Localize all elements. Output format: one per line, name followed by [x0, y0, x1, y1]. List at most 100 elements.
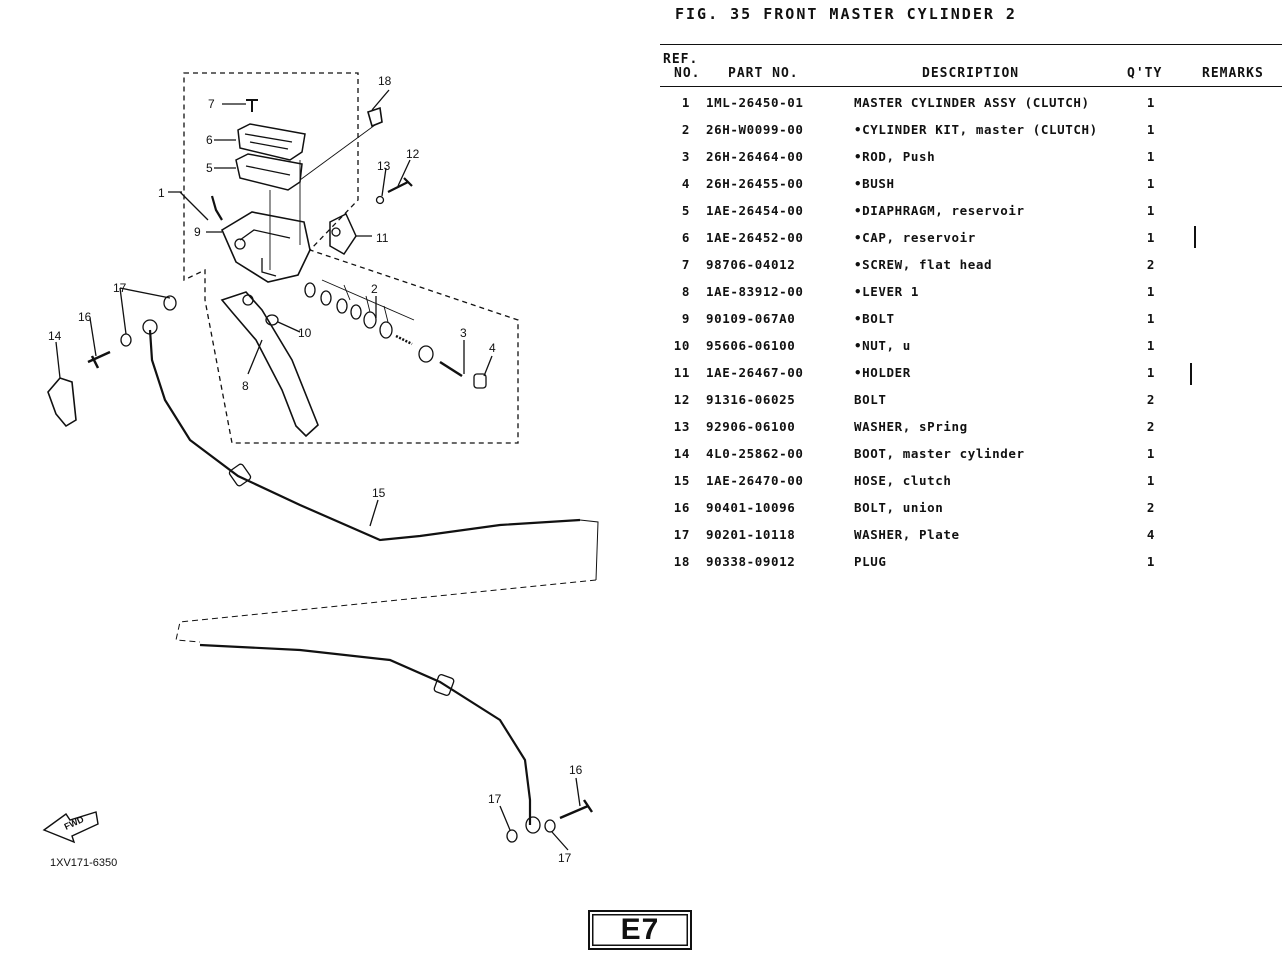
- callout-18: 18: [378, 74, 392, 88]
- part-no-cell: 1AE-26467-00: [706, 365, 804, 380]
- description-cell: •DIAPHRAGM, reservoir: [854, 203, 1025, 218]
- description-cell: WASHER, sPring: [854, 419, 968, 434]
- callout-17b: 17: [488, 792, 502, 806]
- qty-cell: 1: [1146, 149, 1156, 164]
- callout-5: 5: [206, 161, 213, 175]
- ref-cell: 4: [681, 176, 690, 191]
- callout-13: 13: [377, 159, 391, 173]
- holder-part: [329, 212, 357, 255]
- description-cell: •SCREW, flat head: [854, 257, 993, 272]
- callout-1: 1: [158, 186, 165, 200]
- ref-cell: 13: [673, 419, 690, 434]
- qty-cell: 1: [1146, 473, 1156, 488]
- qty-cell: 1: [1146, 446, 1156, 461]
- table-row: 11 1AE-26467-00 •HOLDER 1: [660, 365, 1282, 385]
- part-no-cell: 26H-26455-00: [706, 176, 804, 191]
- callout-8: 8: [242, 379, 249, 393]
- table-top-rule: [660, 44, 1282, 45]
- part-no-cell: 90338-09012: [706, 554, 796, 569]
- callout-6: 6: [206, 133, 213, 147]
- ref-cell: 5: [681, 203, 690, 218]
- callout-7: 7: [208, 97, 215, 111]
- ref-cell: 1: [681, 95, 690, 110]
- description-cell: BOOT, master cylinder: [854, 446, 1025, 461]
- remarks-bracket: [1190, 363, 1192, 385]
- assembly-dashed-outline: [183, 72, 519, 444]
- header-remarks: REMARKS: [1202, 66, 1264, 81]
- page-code-box: E7: [588, 910, 692, 950]
- callout-4: 4: [489, 341, 496, 355]
- header-description: DESCRIPTION: [922, 66, 1020, 81]
- ref-cell: 6: [681, 230, 690, 245]
- cylinder-kit-parts: [304, 279, 434, 363]
- callout-12: 12: [406, 147, 420, 161]
- part-no-cell: 91316-06025: [706, 392, 796, 407]
- ref-cell: 18: [673, 554, 690, 569]
- qty-cell: 1: [1146, 338, 1156, 353]
- qty-cell: 1: [1146, 230, 1156, 245]
- qty-cell: 2: [1146, 500, 1156, 515]
- part-no-cell: 95606-06100: [706, 338, 796, 353]
- part-no-cell: 90401-10096: [706, 500, 796, 515]
- callout-numbers: 1 2 3 4 5 6 7 8 9 10 11 12 13 14 15 16 1…: [48, 74, 583, 865]
- description-cell: BOLT, union: [854, 500, 944, 515]
- ref-cell: 9: [681, 311, 690, 326]
- part-no-cell: 1ML-26450-01: [706, 95, 804, 110]
- callout-11: 11: [376, 231, 389, 245]
- table-row: 18 90338-09012 PLUG 1: [660, 554, 1282, 574]
- clutch-lever-part: [220, 291, 319, 438]
- description-cell: •LEVER 1: [854, 284, 920, 299]
- part-no-cell: 1AE-26470-00: [706, 473, 804, 488]
- ref-cell: 8: [681, 284, 690, 299]
- description-cell: BOLT: [854, 392, 887, 407]
- qty-cell: 2: [1146, 257, 1156, 272]
- ref-cell: 10: [673, 338, 690, 353]
- reservoir-cap-part: [237, 123, 306, 161]
- part-no-cell: 26H-26464-00: [706, 149, 804, 164]
- header-ref-line2: NO.: [674, 66, 701, 81]
- qty-cell: 1: [1146, 365, 1156, 380]
- description-cell: •HOLDER: [854, 365, 911, 380]
- master-cylinder-body: [220, 211, 311, 283]
- header-qty: Q'TY: [1127, 66, 1163, 81]
- description-cell: WASHER, Plate: [854, 527, 960, 542]
- fwd-arrow-icon: [42, 811, 99, 844]
- part-no-cell: 1AE-26454-00: [706, 203, 804, 218]
- description-cell: •NUT, u: [854, 338, 911, 353]
- part-no-cell: 4L0-25862-00: [706, 446, 804, 461]
- figure-title: FIG. 35 FRONT MASTER CYLINDER 2: [675, 5, 1017, 23]
- clutch-hose-upper: [148, 329, 581, 542]
- part-no-cell: 90109-067A0: [706, 311, 796, 326]
- callout-3: 3: [460, 326, 467, 340]
- ref-cell: 11: [673, 365, 690, 380]
- part-no-cell: 98706-04012: [706, 257, 796, 272]
- qty-cell: 1: [1146, 95, 1156, 110]
- qty-cell: 1: [1146, 284, 1156, 299]
- callout-16: 16: [78, 310, 92, 324]
- description-cell: PLUG: [854, 554, 887, 569]
- ref-cell: 17: [673, 527, 690, 542]
- qty-cell: 1: [1146, 554, 1156, 569]
- table-row: 14 4L0-25862-00 BOOT, master cylinder 1: [660, 446, 1282, 466]
- qty-cell: 2: [1146, 419, 1156, 434]
- table-row: 10 95606-06100 •NUT, u 1: [660, 338, 1282, 358]
- ref-cell: 14: [673, 446, 690, 461]
- clutch-hose-lower: [199, 643, 532, 825]
- drawing-code: 1XV171-6350: [50, 857, 117, 869]
- callout-2: 2: [371, 282, 378, 296]
- part-no-cell: 1AE-83912-00: [706, 284, 804, 299]
- ref-cell: 2: [681, 122, 690, 137]
- header-part-no: PART NO.: [728, 66, 799, 81]
